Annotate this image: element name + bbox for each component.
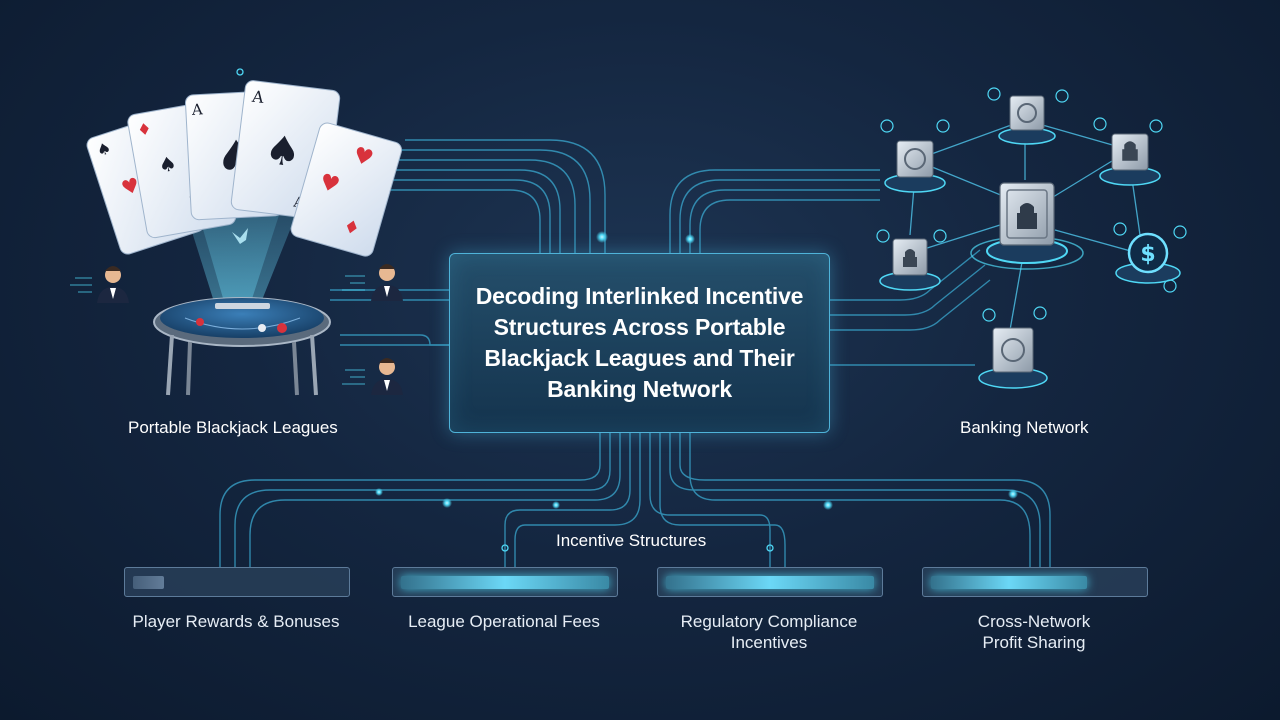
lock-icon bbox=[1122, 141, 1138, 161]
bank-vault-icon bbox=[879, 95, 1161, 389]
category-bar-fill bbox=[133, 576, 164, 589]
wire-nodes bbox=[236, 68, 1018, 552]
svg-text:♠: ♠ bbox=[157, 151, 179, 178]
diagram-title: Decoding Interlinked Incentive Structure… bbox=[475, 283, 804, 402]
svg-text:♦: ♦ bbox=[341, 216, 362, 241]
wires-left bbox=[330, 139, 606, 346]
player-avatar-icon bbox=[70, 264, 403, 395]
playing-cards-icon: ♠ ♥ ♠ ♦ ♠ ♠ A ♠ A ♠ A ♥ ♥ ♦ bbox=[86, 80, 403, 257]
category-bar-league-fees bbox=[392, 567, 618, 597]
category-bar-regulatory bbox=[657, 567, 883, 597]
category-bar-player-rewards bbox=[124, 567, 350, 597]
svg-text:♦: ♦ bbox=[136, 119, 153, 140]
title-box: Decoding Interlinked Incentive Structure… bbox=[449, 253, 830, 433]
category-label-player-rewards: Player Rewards & Bonuses bbox=[132, 612, 340, 631]
small-tech-icons bbox=[876, 87, 1187, 322]
category-label-profit-sharing: Cross-Network Profit Sharing bbox=[977, 612, 1091, 652]
incentive-header: Incentive Structures bbox=[556, 531, 707, 550]
category-label-regulatory: Regulatory Compliance Incentives bbox=[680, 612, 858, 652]
svg-text:$: $ bbox=[1140, 242, 1155, 267]
svg-text:A: A bbox=[190, 100, 203, 119]
right-node-label: Banking Network bbox=[960, 418, 1089, 437]
bank-network-links bbox=[904, 119, 1146, 331]
dollar-coin-icon: $ bbox=[1115, 232, 1181, 284]
category-bar-fill bbox=[401, 576, 609, 589]
left-node-label: Portable Blackjack Leagues bbox=[128, 418, 338, 437]
svg-text:♠: ♠ bbox=[94, 138, 114, 161]
wires-bottom bbox=[219, 433, 1051, 567]
svg-text:A: A bbox=[250, 87, 265, 107]
wires-right bbox=[669, 169, 991, 366]
category-bar-fill bbox=[931, 576, 1087, 589]
category-bar-profit-sharing bbox=[922, 567, 1148, 597]
category-label-league-fees: League Operational Fees bbox=[408, 612, 600, 631]
bird-icon bbox=[232, 228, 248, 244]
blackjack-table-icon bbox=[153, 297, 331, 396]
svg-text:♠: ♠ bbox=[262, 127, 303, 177]
category-bar-fill bbox=[666, 576, 874, 589]
